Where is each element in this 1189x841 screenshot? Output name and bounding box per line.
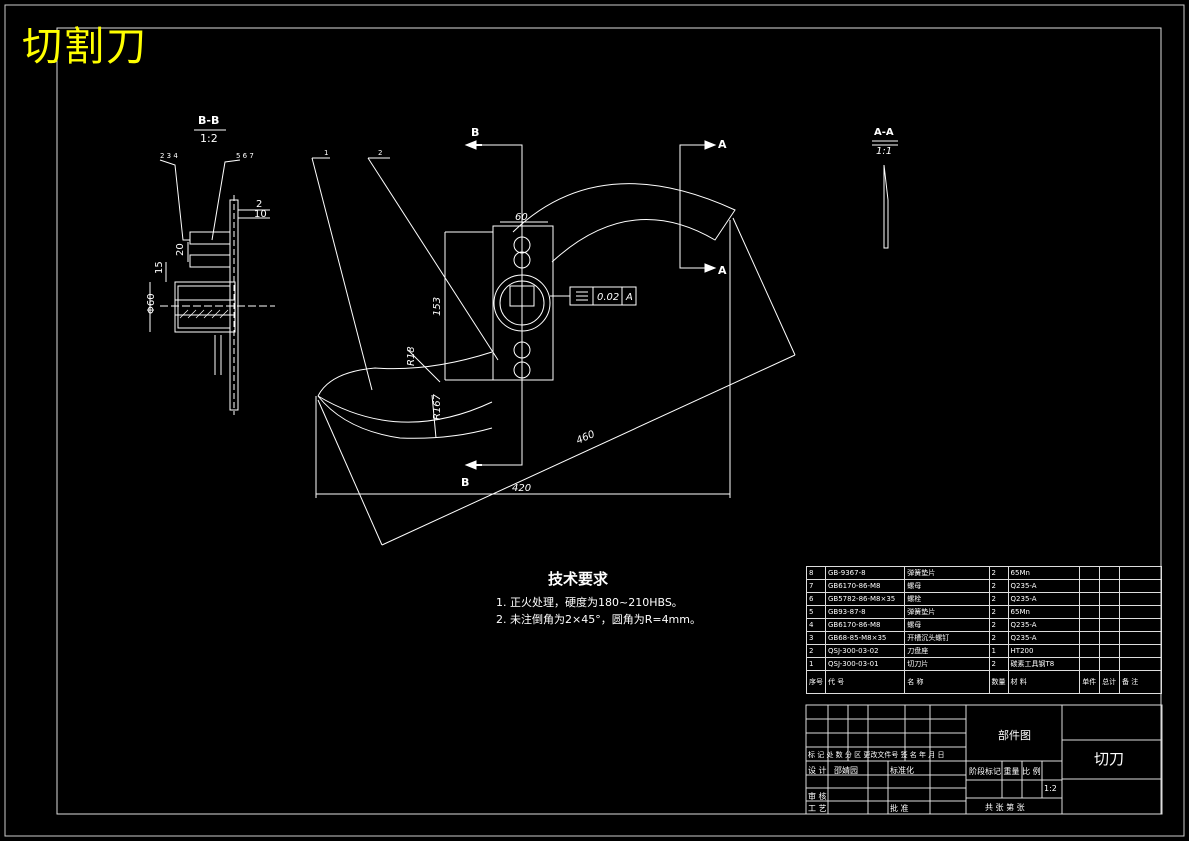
section-bb-view — [149, 129, 275, 415]
dim-153: 153 — [432, 297, 443, 316]
drawing-type: 部件图 — [998, 729, 1031, 742]
main-view — [311, 140, 796, 546]
bb-leaders-right: 5 6 7 — [236, 152, 254, 160]
tech-requirement-2: 2. 未注倒角为2×45°，圆角为R=4mm。 — [496, 613, 701, 626]
part-name: 切刀 — [1094, 750, 1125, 768]
dim-60: 60 — [515, 212, 528, 223]
section-aa-view — [872, 140, 898, 249]
dim-15: 15 — [154, 261, 165, 274]
cut-b-bottom: B — [461, 476, 469, 489]
bom-header: 序号代 号名 称数量材 料单件总计备 注 — [806, 670, 1162, 694]
standardization-label: 标准化 — [890, 766, 914, 775]
sheet-count: 共 张 第 张 — [985, 803, 1025, 812]
stage-row: 阶段标记 重量 比 例 — [969, 767, 1041, 776]
title-block — [805, 704, 1163, 815]
dim-r18: R18 — [406, 346, 417, 366]
dim-phi60: Φ60 — [146, 293, 157, 314]
cut-a-bottom: A — [718, 264, 727, 277]
tolerance-datum: A — [625, 292, 633, 303]
designer-label: 设 计 — [808, 766, 827, 775]
bb-leaders-left: 2 3 4 — [160, 152, 178, 160]
revision-row: 标 记 处 数 分 区 更改文件号 签 名 年 月 日 — [808, 751, 945, 759]
section-bb-label: B-B — [198, 114, 219, 127]
cut-a-top: A — [718, 138, 727, 151]
review-label: 审 核 — [808, 792, 827, 801]
designer-name: 邵婧园 — [834, 766, 858, 775]
dim-420: 420 — [512, 483, 531, 494]
inner-frame — [56, 27, 1162, 815]
dim-460: 460 — [575, 429, 597, 447]
outer-frame — [4, 4, 1185, 837]
tech-requirement-1: 1. 正火处理，硬度为180~210HBS。 — [496, 596, 683, 609]
dim-r167: R167 — [432, 393, 443, 420]
drawing-title: 切割刀 — [22, 24, 148, 70]
tech-requirements-title: 技术要求 — [548, 570, 609, 588]
dim-10: 10 — [254, 209, 267, 220]
dim-20: 20 — [175, 243, 186, 256]
tolerance-value: 0.02 — [597, 292, 619, 303]
leader-2: 2 — [378, 149, 382, 157]
section-aa-scale: 1:1 — [876, 146, 892, 157]
approve-label: 批 准 — [890, 804, 909, 813]
process-label: 工 艺 — [808, 804, 827, 813]
dim-2: 2 — [256, 199, 262, 210]
leader-1: 1 — [324, 149, 328, 157]
cut-b-top: B — [471, 126, 479, 139]
section-bb-scale: 1:2 — [200, 132, 218, 145]
scale-value: 1:2 — [1044, 784, 1057, 793]
section-aa-label: A-A — [874, 127, 894, 138]
